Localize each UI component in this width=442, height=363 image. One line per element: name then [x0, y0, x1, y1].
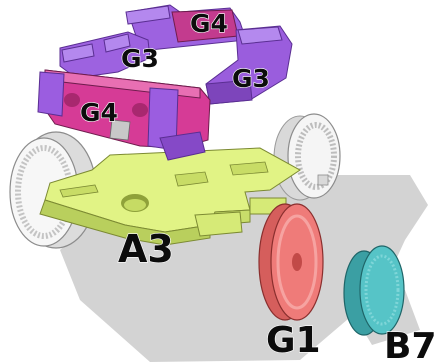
- label-top-right-g3: G3: [232, 64, 270, 93]
- label-red-wheel-g1: G1: [266, 320, 321, 361]
- chassis-plate: [39, 147, 301, 246]
- label-front-beam-g4: G4: [80, 98, 118, 127]
- top-right-beam: [205, 25, 293, 105]
- top-back-beam: [125, 4, 247, 51]
- top-left-beam: [59, 31, 151, 79]
- red-wheel: [258, 203, 324, 321]
- label-top-left-g3: G3: [121, 44, 159, 73]
- label-top-back-g4: G4: [190, 9, 228, 38]
- label-chassis-a3: A3: [118, 227, 174, 271]
- back-right-wheel: [273, 113, 341, 201]
- label-teal-wheel-b7: B7: [384, 326, 437, 363]
- front-beam: [37, 69, 211, 161]
- teal-wheel: [343, 245, 405, 336]
